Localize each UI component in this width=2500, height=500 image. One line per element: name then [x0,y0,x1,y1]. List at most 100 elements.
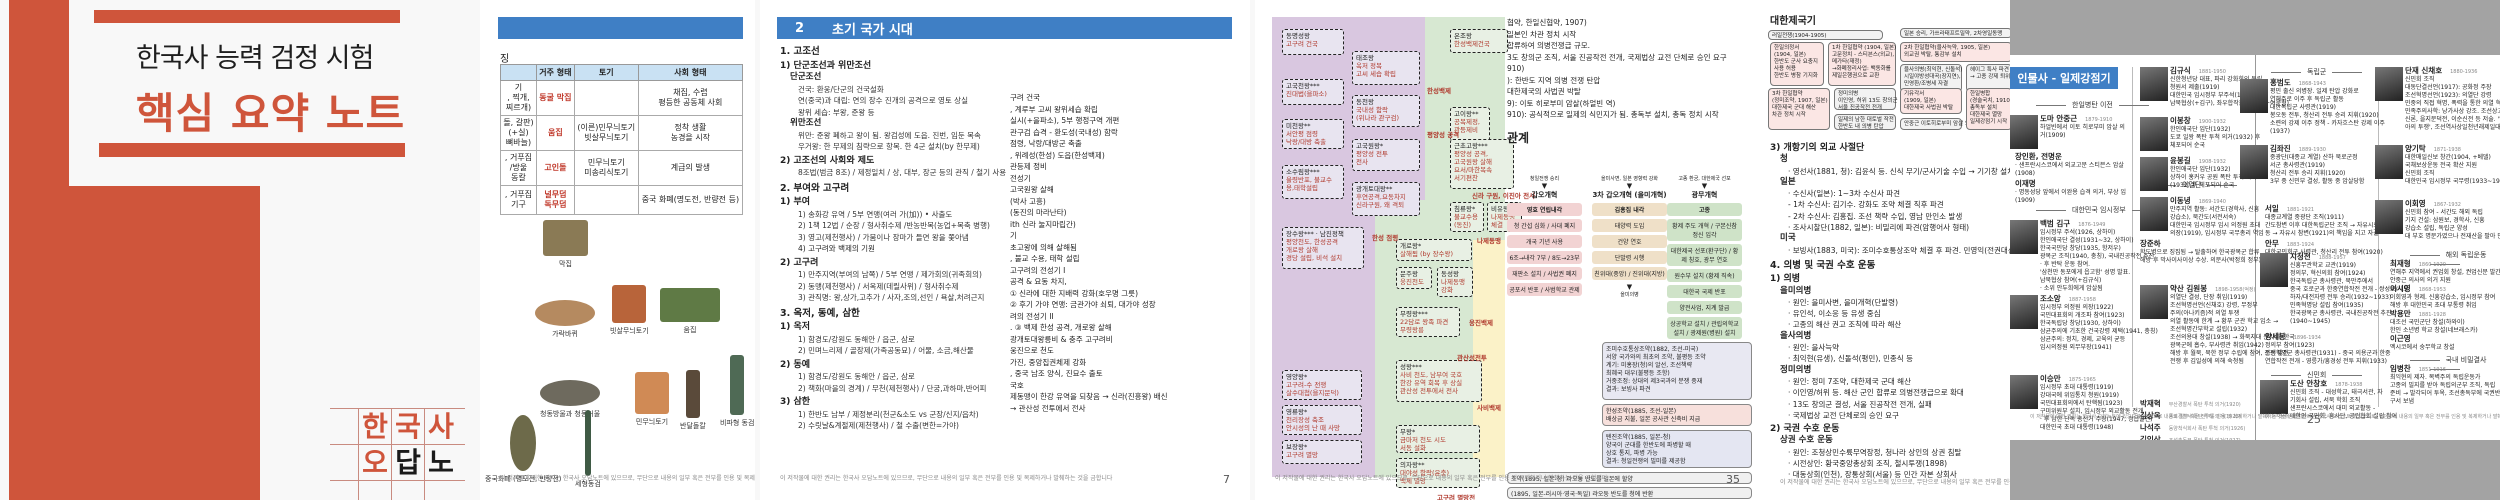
flow-label: 관산성전투 [1457,354,1487,362]
person-detail: 연합작전 전개 - 영릉가/흥경성 전투 지휘(1933) [2265,358,2387,365]
reform-item: 상공학교 설치 / 관립의학교 설치 / 광제원(병원) 설치 [1667,317,1742,339]
king-line: 진대법(을파소) [1286,90,1327,98]
portrait-photo [2140,157,2168,191]
person-detail: 멕시코에서 숭무학교 창설 [2390,344,2455,351]
event-line: →화폐정리사업: 백동화를 [1832,66,1891,72]
section-label: 징 [500,54,510,65]
king-line: 장수왕*** · 남진정책 [1286,230,1344,238]
reform-item: 대한국 국제 반포 [1667,285,1742,298]
note-line: 합류하여 의병전쟁급 규모. [1507,41,1591,50]
king-line: 서기편찬 [1454,174,1478,182]
note-line: , 불교 수용, 태학 설립 [1010,254,1080,263]
person-detail: 구서 보냄 [2390,398,2414,405]
person-detail: 준비 → 발각되어 투옥, 조선총독부에 국권반환 [2390,390,2500,397]
note-line: · 원인: 을미사변, 을미개혁(단발령) [1788,297,1898,307]
note-line: 초고왕에 의해 살해됨 [1010,242,1077,252]
person-detail: 대한독립군 사령관(1919) [2270,104,2337,111]
person-detail: 한국국민당 창당(1935, 항저우) [2040,245,2121,252]
note-line: 1) 함경도/강원도 동해안 / 읍군, 삼로 [798,372,915,381]
person-detail: 대한매일신보 창간(1904, +베델) [2405,154,2491,161]
person-detail: 조선혁명간부학교 설립(1932) [2170,326,2248,333]
portrait-photo [2140,197,2168,231]
table-cell: 계급의 발생 [637,150,744,186]
king-line: 살해됨 (by 장수왕) [1400,250,1454,258]
king-line: 비유왕* [1491,205,1513,213]
person-detail: 기지 건설: 삼원보, 경학사, 신흥 [2405,217,2485,224]
reform-item: 개국 기년 사용 [1507,235,1582,248]
person-years: 1879-1910 [2085,117,2113,123]
person-name: 도산 안창호 [2290,379,2328,388]
publisher-logo: 한 국 사 오 답 노 [330,408,465,500]
note-line: 건국: 환웅/단군의 건국설화 [798,84,884,94]
person-detail: 임시정부 초대 대통령(1919) [2040,384,2114,391]
person-detail: 임시정부 주석(1926, 상하이) [2040,229,2116,236]
person-detail: 이회영과 형제. 신흥강습소, 임시정부 참여 [2390,294,2496,301]
person-detail: 조선혁명군 총사령관(1931) - 중국 의용군과 한중 [2265,350,2391,357]
event-line: 대한제국 멸망 [1970,112,2003,118]
artifact-figure: 반달돌칼 [680,370,706,431]
person-detail: 한국독립당 창당(1930, 상하이) [2040,320,2121,327]
note-line: (박사 고흥) [1010,196,1046,206]
person-detail: 대조선 국민군단 창설(하와이) [2390,319,2465,326]
person-name: 나석주 [2140,423,2161,432]
person-header: 장준하 [2140,240,2261,249]
note-line: 1) 단군조선과 위만조선 [780,60,872,71]
person-detail: 대동단결선언(1917): 공화정 주장 [2405,84,2492,91]
person-years: 조선총독부 폭탄 투척 의거(1927) [2169,438,2241,440]
person-years: 1887-1958 [2068,297,2096,303]
note-line: 협약, 한일신협약, 1907) [1507,18,1587,27]
note-line: 1) 함경도/강원도 동해안 / 읍군, 삼로 [798,334,915,344]
king-line: 나제동맹 [1441,278,1465,286]
king-line: 고씨 세습 확립 [1356,70,1397,78]
person-entry: 이재명· 명동성당 앞에서 이완용 습격 의거, 부상 입(1909) [2015,180,2126,205]
person-detail: 구미위원부 설치, 임시정부 외교활동 전개 [2040,408,2144,415]
portrait-photo [2010,295,2038,329]
treaty-line: 한성조약(1885, 조선-일본) [1606,408,1677,415]
reform-title: 3차 갑오개혁 (을미개혁) [1592,191,1667,199]
person-detail: (1908) [2015,170,2035,177]
note-line: 을사의병 [1780,330,1812,341]
person-detail: 정의부 참여(1923) [2265,342,2315,349]
note-line: 1) 만주지역(부여의 남쪽) / 5부 연맹 / 제가회의(귀족회의) [798,270,982,279]
person-entry: 장인환, 전명운· 샌프란시스코에서 외교고문 스티븐스 암살(1908) [2015,153,2124,178]
king-line: 백제 멸망 [1400,477,1426,485]
note-line: 910): 공식적으로 일제의 식민지가 됨. 총독부 설치, 총독 정치 시작 [1507,110,1719,119]
person-name: 지청천 [2290,252,2311,261]
person-years: 1880-1936 [2450,69,2478,75]
event-line: 을사의병(최익현, 신돌석) [1904,67,1963,73]
page-footer: 이 저작물에 대한 권리는 한국사 오답노트에 있으므로, 무단으로 내용의 일… [1780,479,2010,486]
portrait-photo [2010,220,2038,254]
event-line: 고문정치 - 스티븐스(외교), [1832,52,1895,58]
person-detail: 대한민국 초대 대통령(1948) [2040,424,2114,431]
person-detail: 신론, 을지문덕전, 이순신전 등 저술. '역사는 [2405,116,2500,123]
person-detail: (1937) [2270,128,2290,135]
person-years: 1868-1953 [2418,287,2446,293]
cover-top-bar [94,10,400,23]
event-line: 안중근 이토히로부미 암살 의거 [1904,121,1976,127]
person-detail: 조선혁명선언(신채호) 강령, 무정부 [2170,302,2258,309]
person-detail: 신민회 참여 - 서간도 해외 독립 [2405,209,2483,216]
person-name: 이시영 [2390,284,2411,293]
chapter-header: 인물사 - 일제강점기 [2010,67,2118,89]
note-line: · 이인영/허위 등. 해산 군인 합류로 의병전쟁급으로 확대 [1788,388,1964,398]
king-line: 고국원왕 살해 [1454,158,1492,166]
note-line: ① 신라에 대한 지배력 강화(호우명 그릇) [1010,288,1138,298]
event-line: 러일전쟁(1904-1905) [1772,33,1827,39]
person-detail: 강습소 설립, 독립군 양성 [2405,225,2468,232]
section-heading: 관계 [1507,131,1530,145]
king-line: 후연공격,요동차지 [1356,193,1406,201]
